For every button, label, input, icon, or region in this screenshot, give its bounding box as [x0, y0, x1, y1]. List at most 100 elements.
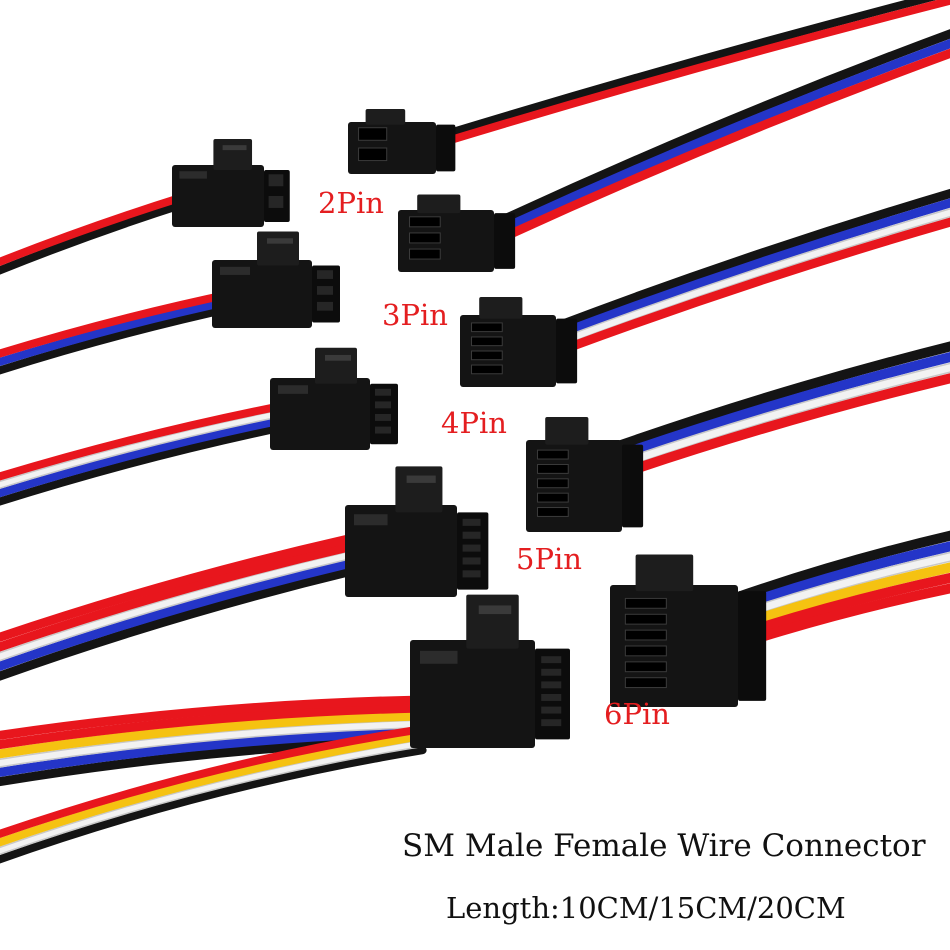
female-4pin-hole-3: [471, 364, 503, 375]
wires-m4-wire-1: [0, 414, 295, 498]
male-4pin-pin-0: [375, 388, 391, 396]
wires-m5-wire-3: [0, 542, 353, 652]
wires-m5-wire-4: [0, 535, 350, 642]
male-4pin-latch-rib: [325, 354, 351, 361]
wires-f6-wire-4: [738, 572, 950, 638]
wires-m6-wire-3: [0, 711, 425, 759]
male-2pin-pin-1: [268, 196, 284, 208]
female-4pin-back: [556, 318, 578, 384]
female-5pin-back: [622, 444, 644, 528]
male-6pin-pin-3: [541, 694, 562, 701]
male-6pin-pin-4: [541, 706, 562, 714]
male-6pin-pin-5: [541, 719, 562, 727]
pin-label-3: 3Pin: [382, 298, 448, 332]
pin-label-5: 5Pin: [516, 542, 582, 576]
wires-f3-wire-1: [495, 38, 950, 235]
length-spec: Length:10CM/15CM/20CM: [446, 891, 846, 925]
female-6pin-hole-5: [624, 677, 667, 689]
male-5pin-pin-2: [462, 544, 481, 552]
female-5pin-hole-4: [537, 507, 569, 517]
wires-m3-wire-2: [0, 289, 239, 358]
male-5pin-pin-3: [462, 557, 481, 565]
wires-m2-wire-1: [0, 192, 188, 266]
wires-m4-wire-0: [0, 421, 297, 506]
female-3pin-hole-2: [409, 248, 441, 260]
wires-m5-wire-1: [0, 558, 357, 671]
male-6pin-highlight: [420, 650, 458, 664]
male-3pin-latch: [257, 231, 299, 266]
female-4pin-hole-0: [471, 322, 503, 333]
male-3pin-latch-rib: [267, 238, 293, 244]
wires-f2-wire-0: [440, 0, 937, 139]
wires-f5-wire-1: [618, 351, 950, 459]
product-title: SM Male Female Wire Connector: [402, 828, 926, 864]
wires-f5-wire-0: [616, 341, 950, 450]
male-3pin-body: [212, 260, 312, 328]
wires-m6b-wire-0: [0, 746, 427, 864]
wires-m2-wire-0: [0, 199, 191, 275]
male-6pin-pin-2: [541, 681, 562, 689]
wires-m6-wire-core-2: [0, 721, 424, 767]
wires-m6b-wire-2: [0, 732, 424, 847]
male-3pin-pin-1: [317, 286, 333, 295]
female-5pin-hole-3: [537, 492, 569, 503]
male-5pin-pin-1: [462, 531, 481, 539]
wires-f3-wire-2: [498, 48, 950, 242]
male-4pin-pin-2: [375, 414, 391, 421]
male-4pin-latch: [315, 347, 357, 384]
female-2pin-latch: [365, 109, 406, 125]
pin-label-2: 2Pin: [318, 186, 384, 220]
wires-f4-wire-0: [551, 188, 950, 332]
wires-m6-wire-1: [0, 727, 426, 777]
female-5pin-hole-0: [537, 449, 569, 460]
female-6pin-back: [738, 591, 767, 701]
wires-f6-wire-0: [729, 530, 950, 604]
male-6pin-pin-1: [541, 668, 562, 676]
female-6pin-hole-0: [624, 597, 667, 609]
male-2pin-latch: [213, 138, 253, 170]
male-6pin-body: [410, 640, 535, 748]
female-4pin-hole-2: [471, 350, 503, 361]
male-3pin-pin-2: [317, 301, 333, 311]
male-6pin-latch-rib: [478, 605, 512, 615]
male-4pin-pin-3: [375, 426, 391, 434]
wires-m5-wire-core-2: [0, 552, 353, 660]
wires-m6-wire-5: [0, 695, 423, 740]
female-6pin-hole-3: [624, 645, 667, 657]
male-5pin-highlight: [353, 514, 388, 526]
male-6pin-pin-0: [541, 656, 562, 664]
pin-label-6: 6Pin: [604, 697, 670, 731]
female-2pin-hole-0: [358, 127, 388, 141]
wires-m6-wire-4: [0, 703, 424, 750]
female-3pin-hole-0: [409, 216, 441, 228]
wires-m4-wire-core-2: [0, 409, 292, 488]
male-5pin-latch: [395, 466, 443, 513]
male-3pin-highlight: [220, 266, 250, 275]
female-6pin-latch: [635, 554, 694, 592]
female-3pin-back: [494, 213, 516, 269]
male-3pin-pin-0: [317, 270, 333, 279]
wires-f4-wire-3: [559, 217, 950, 354]
female-5pin-hole-1: [537, 463, 569, 474]
wires-m3-wire-1: [0, 296, 240, 367]
wires-m5-wire-0: [0, 565, 359, 681]
male-5pin-pin-4: [462, 570, 481, 578]
female-6pin-hole-1: [624, 613, 667, 625]
male-2pin-highlight: [179, 171, 207, 179]
male-5pin-pin-0: [462, 518, 481, 526]
male-6pin-latch: [466, 594, 519, 649]
female-3pin-latch: [417, 194, 461, 214]
male-2pin-pin-0: [268, 174, 284, 187]
female-2pin-hole-1: [358, 147, 388, 162]
female-5pin-hole-2: [537, 478, 569, 489]
wires-f5-wire-3: [623, 373, 950, 476]
male-5pin-latch-rib: [406, 475, 436, 483]
wires-m6b-wire-core-1: [0, 740, 424, 854]
wires-f3-wire-0: [492, 29, 950, 228]
female-4pin-hole-1: [471, 336, 503, 347]
wires-m3-wire-0: [0, 302, 242, 375]
wires-m4-wire-3: [0, 400, 292, 481]
male-4pin-body: [270, 378, 370, 450]
